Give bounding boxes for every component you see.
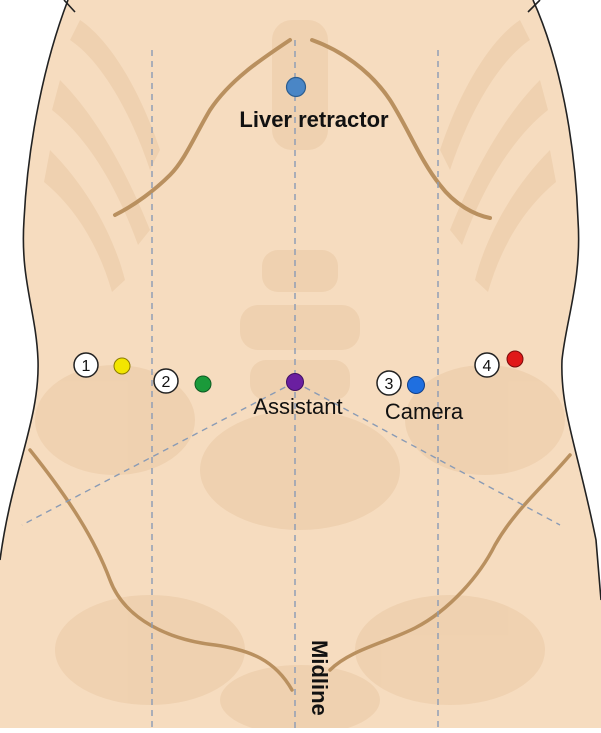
liver-retractor-port xyxy=(287,78,306,97)
port-1-dot xyxy=(114,358,130,374)
port-3-number: 3 xyxy=(385,376,394,393)
midline-label: Midline xyxy=(307,640,332,716)
liver-retractor-label: Liver retractor xyxy=(239,107,389,132)
assistant-label: Assistant xyxy=(253,394,342,419)
camera-label: Camera xyxy=(385,399,464,424)
port-1-number: 1 xyxy=(82,358,91,375)
port-2-number: 2 xyxy=(162,374,171,391)
port-2-dot xyxy=(195,376,211,392)
port-4-number: 4 xyxy=(483,358,492,375)
port-4-dot xyxy=(507,351,523,367)
assistant-port xyxy=(287,374,304,391)
camera-port xyxy=(408,377,425,394)
